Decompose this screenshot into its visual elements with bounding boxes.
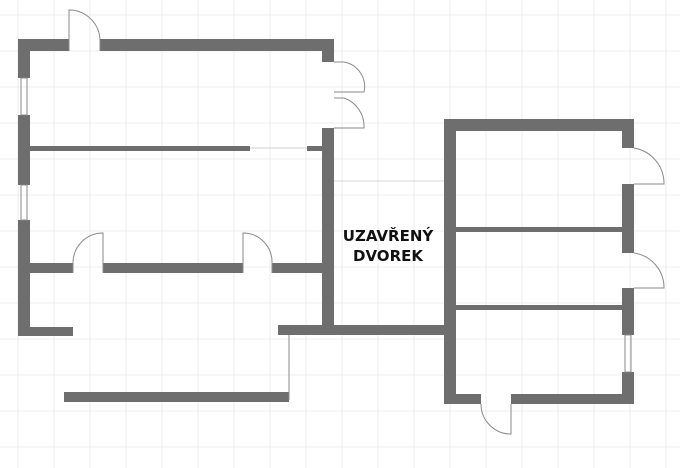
wall	[272, 263, 322, 273]
wall	[18, 39, 69, 51]
door-swing	[68, 9, 101, 51]
wall	[18, 39, 30, 78]
door-swing	[633, 252, 665, 289]
wall	[103, 263, 243, 273]
wall	[322, 39, 334, 62]
wall	[456, 305, 622, 310]
wall	[444, 119, 634, 131]
door-swing	[72, 232, 104, 273]
wall	[456, 227, 622, 232]
door-swing	[242, 232, 273, 273]
courtyard-label-line1: UZAVŘENÝ	[342, 227, 434, 245]
wall	[322, 128, 334, 335]
door-swing	[633, 147, 665, 185]
door-swing	[334, 61, 366, 93]
wall	[278, 325, 446, 335]
wall	[444, 119, 456, 404]
window	[20, 77, 28, 116]
wall	[622, 119, 634, 148]
window	[20, 184, 28, 221]
wall	[100, 39, 334, 51]
wall	[64, 392, 289, 402]
walls	[18, 39, 634, 404]
courtyard-label-line2: DVOREK	[353, 247, 423, 265]
wall	[622, 184, 634, 253]
courtyard-label: UZAVŘENÝ DVOREK	[330, 226, 446, 266]
openings	[20, 9, 665, 435]
wall	[622, 288, 634, 335]
door-swing	[334, 97, 365, 129]
wall	[30, 263, 73, 273]
wall	[30, 146, 250, 151]
wall	[18, 220, 30, 335]
wall	[18, 327, 73, 336]
door-swing	[480, 403, 512, 435]
wall	[444, 394, 481, 404]
wall	[18, 115, 30, 185]
wall	[307, 146, 322, 151]
wall	[511, 394, 634, 404]
window	[624, 334, 632, 373]
